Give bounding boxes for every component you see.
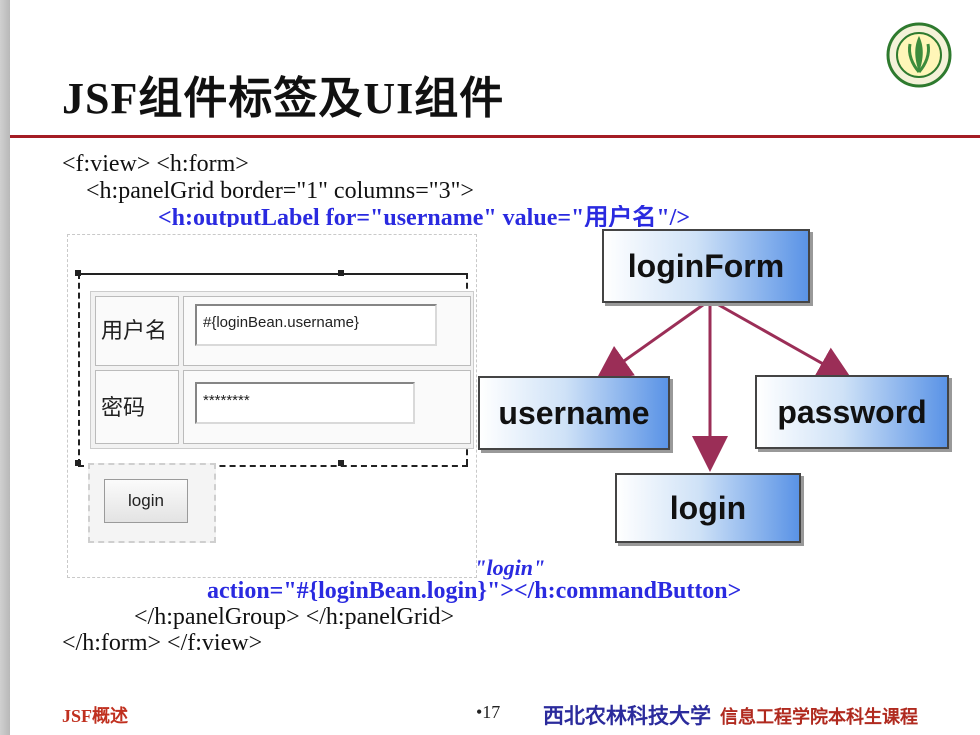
tree-arrow-username (595, 298, 711, 382)
university-seal-icon (886, 22, 952, 88)
component-tree-arrows (595, 298, 854, 472)
title-rule (10, 135, 980, 138)
footer-section-label: JSF概述 (62, 706, 129, 726)
code-line-commandbutton-action: action="#{loginBean.login}"></h:commandB… (207, 578, 742, 604)
password-field[interactable]: ******** (195, 382, 415, 424)
code-line-view-form: <f:view> <h:form> (62, 151, 249, 177)
resize-handle[interactable] (75, 460, 81, 466)
slide-left-bar (0, 0, 10, 735)
footer-course: 信息工程学院本科生课程 (720, 707, 918, 728)
selection-left-edge (78, 273, 80, 465)
tree-arrow-password (709, 298, 854, 381)
footer-page-number: •17 (476, 702, 501, 722)
code-line-outputlabel: <h:outputLabel for="username" value="用户名… (158, 205, 691, 227)
form-preview: 用户名 #{loginBean.username} 密码 ******** lo… (67, 234, 477, 578)
grid-cell (95, 370, 179, 444)
tree-node-login: login (615, 473, 801, 543)
username-label: 用户名 (101, 319, 168, 344)
username-field[interactable]: #{loginBean.username} (195, 304, 437, 346)
resize-handle[interactable] (75, 270, 81, 276)
code-line-close-form: </h:form> </f:view> (62, 630, 263, 656)
tree-node-password: password (755, 375, 949, 449)
resize-handle[interactable] (338, 270, 344, 276)
tree-node-username: username (478, 376, 670, 450)
panel-grid: 用户名 #{loginBean.username} 密码 ******** (90, 291, 474, 449)
code-line-panelgrid: <h:panelGrid border="1" columns="3"> (62, 178, 474, 204)
password-label: 密码 (101, 396, 146, 421)
login-button[interactable]: login (104, 479, 188, 523)
tree-node-loginform: loginForm (602, 229, 810, 303)
resize-handle[interactable] (338, 460, 344, 466)
code-line-close-panel: </h:panelGroup> </h:panelGrid> (110, 604, 455, 630)
panel-group: login (88, 463, 216, 543)
selection-outline (78, 273, 468, 467)
slide-title: JSF组件标签及UI组件 (62, 74, 505, 123)
footer-university: 西北农林科技大学 (543, 703, 711, 728)
grid-cell (95, 296, 179, 366)
